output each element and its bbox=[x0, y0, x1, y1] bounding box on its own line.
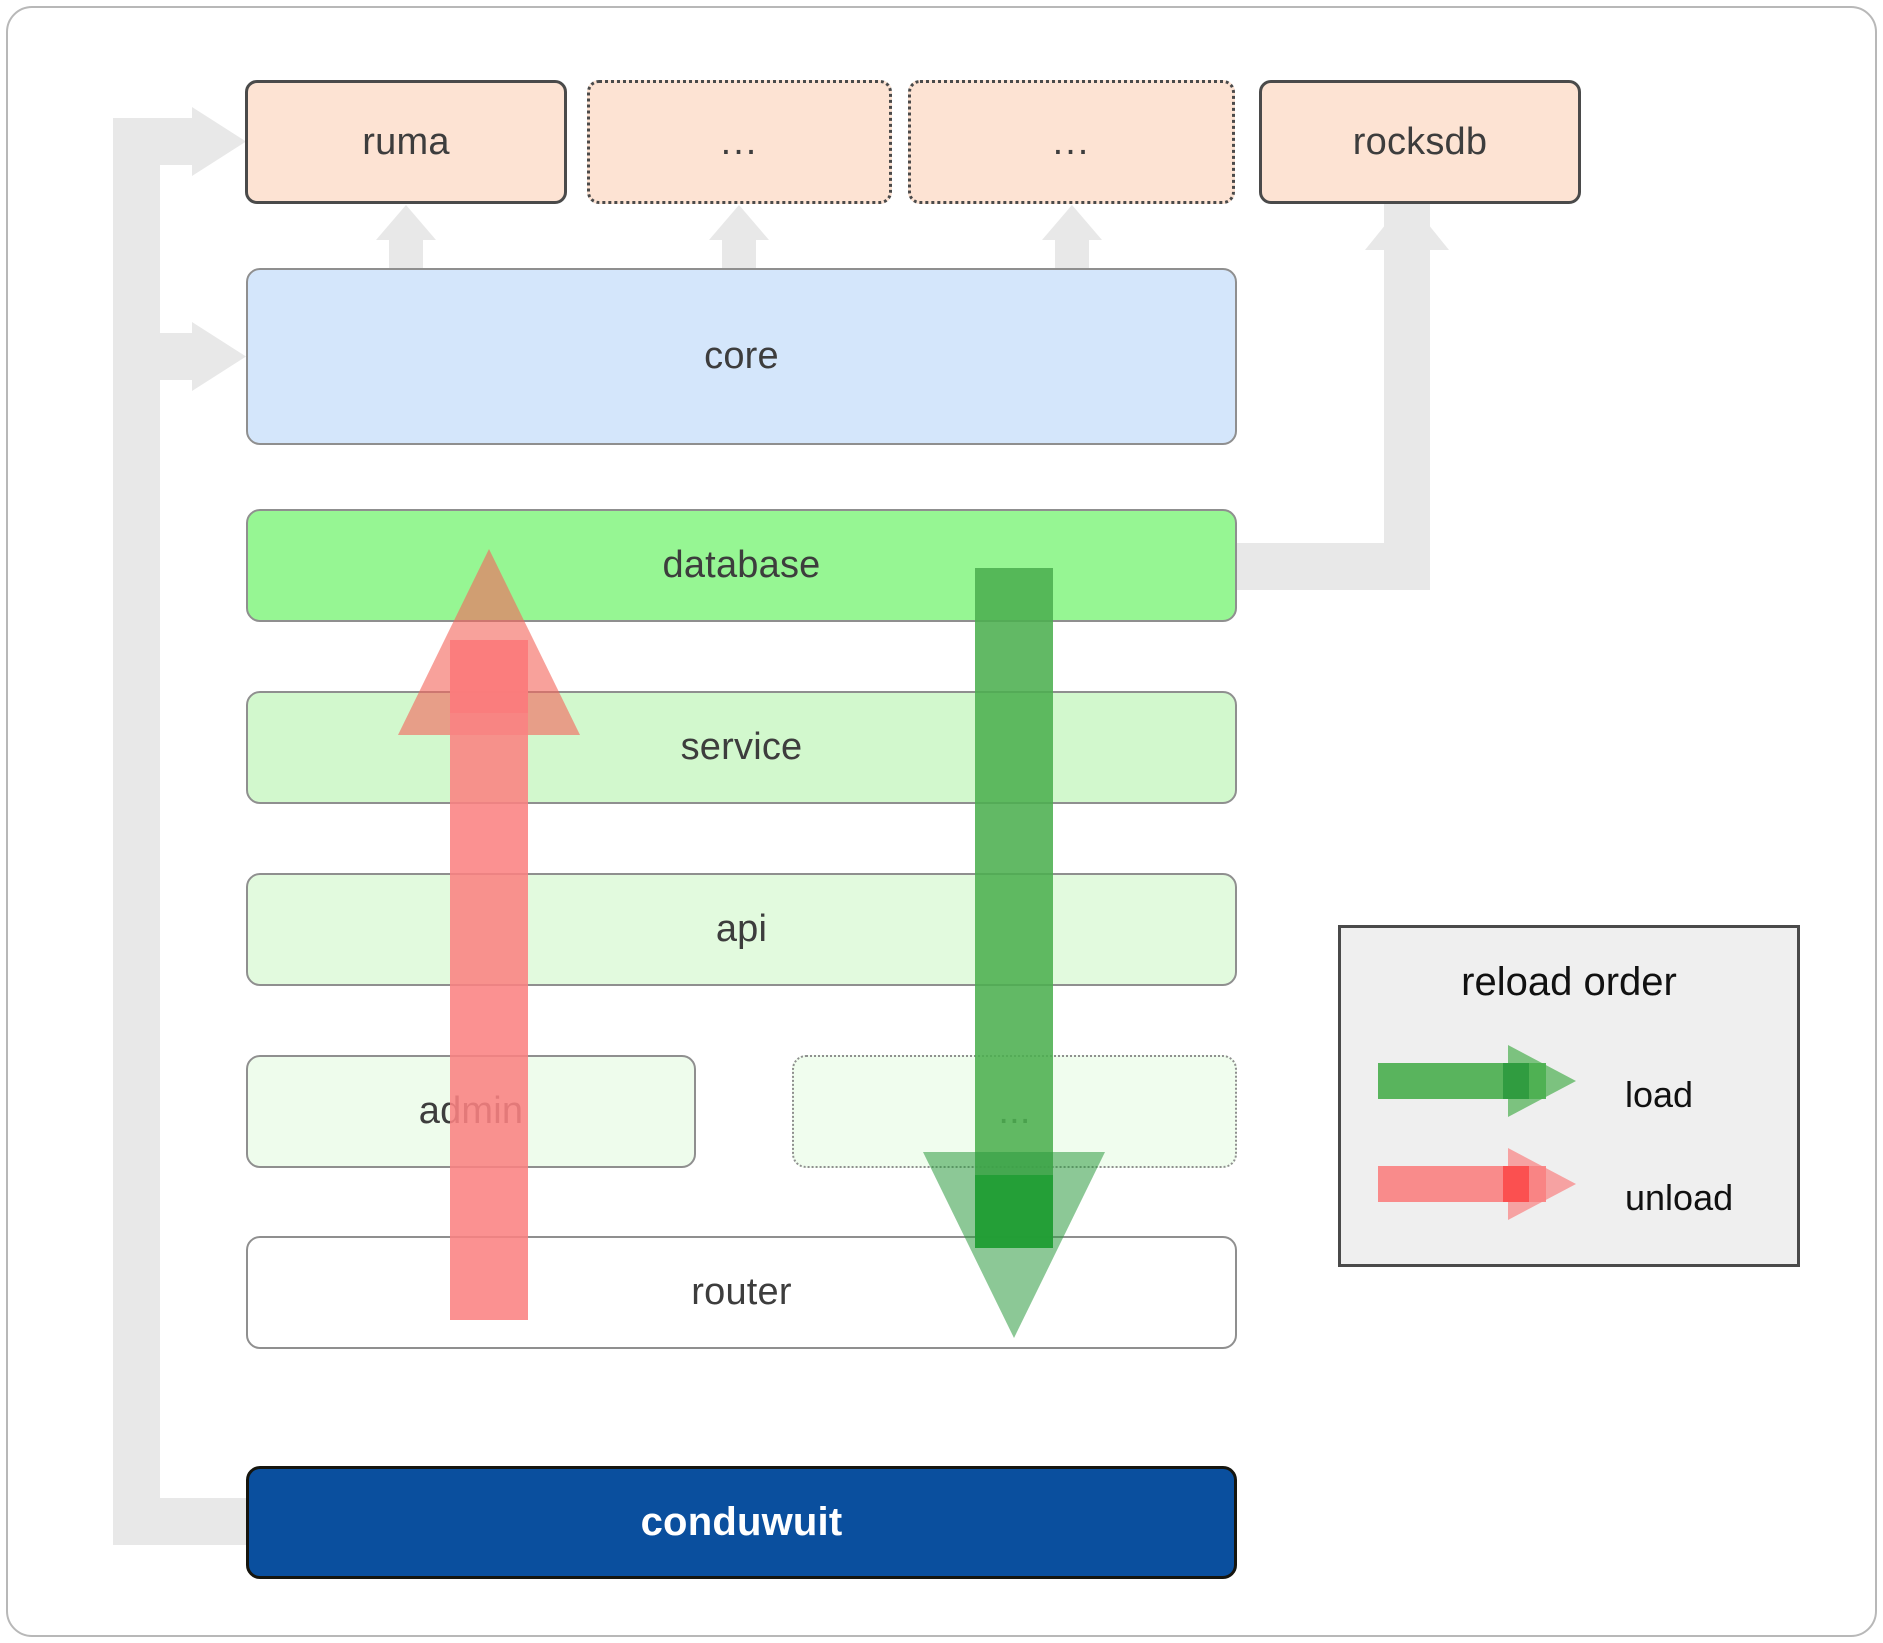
layer-label-etc: ... bbox=[998, 1090, 1031, 1132]
dependency-box-3[interactable]: ... bbox=[908, 80, 1235, 204]
legend-label-load: load bbox=[1625, 1074, 1694, 1115]
layer-box-database[interactable]: database bbox=[246, 509, 1237, 622]
dependency-label-2: ... bbox=[720, 120, 759, 163]
layer-label-service: service bbox=[680, 726, 803, 768]
layer-box-api[interactable]: api bbox=[246, 873, 1237, 986]
dependency-label-3: ... bbox=[1052, 120, 1091, 163]
diagram-frame bbox=[6, 6, 1877, 1637]
root-box-conduwuit[interactable]: conduwuit bbox=[246, 1466, 1237, 1579]
layer-box-core[interactable]: core bbox=[246, 268, 1237, 445]
dependency-box-rocksdb[interactable]: rocksdb bbox=[1259, 80, 1581, 204]
layer-box-etc[interactable]: ... bbox=[792, 1055, 1237, 1168]
layer-label-admin: admin bbox=[418, 1090, 524, 1132]
layer-box-admin[interactable]: admin bbox=[246, 1055, 696, 1168]
legend-label-unload: unload bbox=[1625, 1177, 1734, 1218]
legend-panel: reload order load unload bbox=[1338, 925, 1800, 1267]
dependency-label-rocksdb: rocksdb bbox=[1352, 120, 1488, 163]
layer-label-database: database bbox=[662, 544, 821, 586]
root-label-conduwuit: conduwuit bbox=[640, 1500, 843, 1544]
layer-box-service[interactable]: service bbox=[246, 691, 1237, 804]
layer-label-core: core bbox=[704, 335, 779, 377]
dependency-label-ruma: ruma bbox=[362, 120, 450, 163]
dependency-box-ruma[interactable]: ruma bbox=[245, 80, 567, 204]
legend-title: reload order bbox=[1461, 960, 1677, 1004]
layer-box-router[interactable]: router bbox=[246, 1236, 1237, 1349]
layer-label-router: router bbox=[691, 1271, 792, 1313]
layer-label-api: api bbox=[715, 908, 768, 950]
dependency-box-2[interactable]: ... bbox=[587, 80, 892, 204]
